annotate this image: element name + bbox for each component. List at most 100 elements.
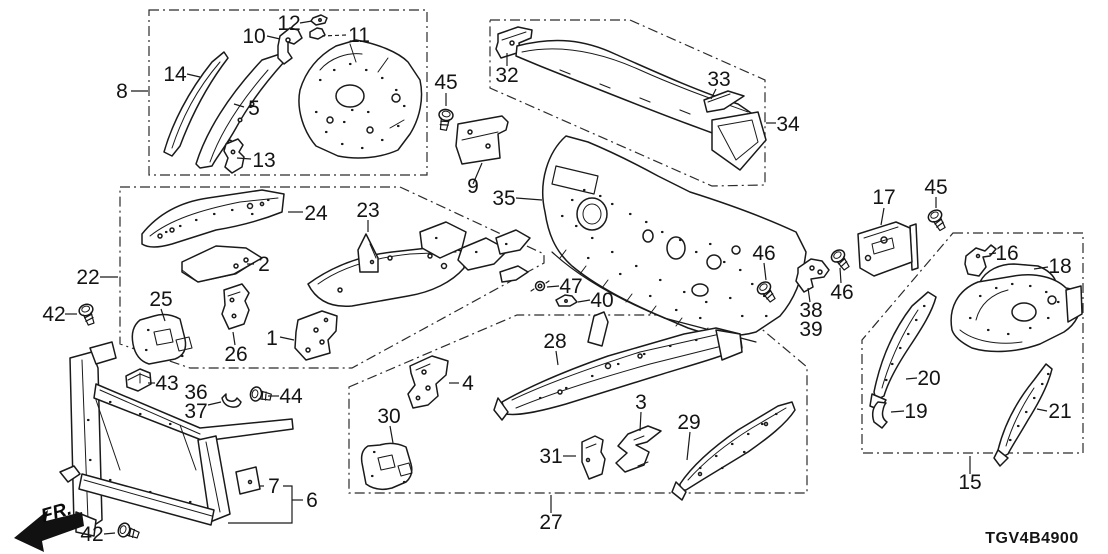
part-26-art: [222, 284, 249, 329]
part-33-art: [704, 91, 744, 112]
part-13-art: [224, 139, 244, 173]
part-40-art: [556, 295, 577, 306]
callout-42-a[interactable]: 42: [42, 303, 65, 326]
callout-28[interactable]: 28: [543, 330, 566, 353]
callout-46-a[interactable]: 46: [752, 242, 775, 265]
part-20-art: [870, 292, 936, 410]
callout-4[interactable]: 4: [462, 372, 474, 395]
callout-45-a[interactable]: 45: [434, 71, 457, 94]
part-4-art: [408, 356, 448, 408]
callout-20[interactable]: 20: [917, 367, 940, 390]
callout-14[interactable]: 14: [163, 63, 187, 86]
part-wheelhouse-left-art: [299, 40, 422, 158]
callout-19[interactable]: 19: [904, 400, 927, 423]
callout-46-b[interactable]: 46: [830, 281, 853, 304]
callout-45-b[interactable]: 45: [924, 176, 947, 199]
part-24-art: [142, 190, 284, 247]
part-11-art: [310, 28, 325, 39]
part-30-art: [362, 443, 412, 489]
part-35-art: [543, 136, 806, 344]
part-36-37-art: [222, 394, 241, 407]
part-19-art: [873, 402, 887, 428]
part-25-art: [132, 315, 192, 364]
diagram-code: TGV4B4900: [985, 530, 1078, 547]
callout-38[interactable]: 38: [799, 299, 822, 322]
part-6-radiator-support-art: [60, 342, 293, 536]
callout-12[interactable]: 12: [277, 12, 300, 35]
callout-42-b[interactable]: 42: [80, 523, 103, 546]
callout-27[interactable]: 27: [539, 511, 562, 534]
callout-2[interactable]: 2: [258, 253, 270, 276]
part-38-39-art: [796, 259, 829, 292]
part-5-art: [196, 54, 284, 168]
callout-23[interactable]: 23: [356, 199, 379, 222]
part-2-art: [182, 246, 262, 282]
callout-10[interactable]: 10: [242, 25, 265, 48]
callout-17[interactable]: 17: [872, 186, 895, 209]
callout-13[interactable]: 13: [252, 149, 275, 172]
part-16-art: [965, 245, 996, 276]
callout-43[interactable]: 43: [155, 372, 178, 395]
part-dash-side-cluster-art: [420, 222, 530, 282]
callout-39[interactable]: 39: [799, 318, 822, 341]
parts-artwork: [14, 15, 1082, 552]
bolt-42-lower-icon: [115, 520, 142, 543]
callout-37[interactable]: 37: [184, 400, 207, 423]
bolt-45-right-icon: [925, 206, 950, 234]
callout-36[interactable]: 36: [184, 381, 207, 404]
bolt-44-icon: [248, 385, 273, 405]
callout-1[interactable]: 1: [266, 327, 278, 350]
callout-40[interactable]: 40: [590, 289, 613, 312]
part-29-art: [672, 402, 795, 500]
part-14-art: [164, 52, 228, 156]
callout-3[interactable]: 3: [635, 391, 647, 414]
part-43-art: [126, 369, 151, 391]
group-box-15: [861, 232, 1084, 454]
callout-18[interactable]: 18: [1048, 255, 1071, 278]
callout-11[interactable]: 11: [348, 24, 370, 47]
group-box-22: [119, 186, 545, 369]
callout-6[interactable]: 6: [306, 489, 318, 512]
part-9-art: [456, 116, 508, 164]
part-47-art: [531, 281, 549, 291]
callout-47[interactable]: 47: [559, 275, 582, 298]
part-side-frame-art: [308, 246, 464, 306]
part-3-art: [616, 426, 661, 472]
fr-direction-arrow-icon: [14, 510, 84, 552]
callout-29[interactable]: 29: [677, 411, 700, 434]
callout-32[interactable]: 32: [495, 64, 518, 87]
part-1-art: [295, 311, 337, 360]
part-23-art: [358, 234, 378, 272]
callout-7[interactable]: 7: [268, 475, 280, 498]
bolt-45-left-icon: [435, 107, 455, 132]
part-34-cowl-art: [516, 40, 766, 170]
bolt-42-upper-icon: [76, 301, 99, 328]
part-7-art: [236, 467, 260, 494]
callout-15[interactable]: 15: [958, 471, 981, 494]
callout-34[interactable]: 34: [776, 113, 800, 136]
part-28-art: [494, 312, 742, 420]
callout-35[interactable]: 35: [492, 187, 515, 210]
callout-25[interactable]: 25: [149, 288, 172, 311]
part-wheelhouse-right-art: [951, 264, 1082, 351]
callout-33[interactable]: 33: [707, 68, 730, 91]
assembly-grouping-boxes: [119, 9, 1084, 494]
callout-24[interactable]: 24: [304, 202, 328, 225]
bolt-46-right-icon: [828, 246, 854, 274]
part-10-art: [278, 28, 302, 64]
group-box-8: [148, 9, 428, 176]
part-31-art: [582, 436, 605, 479]
callout-16[interactable]: 16: [995, 242, 1018, 265]
callout-9[interactable]: 9: [467, 175, 479, 198]
callout-31[interactable]: 31: [539, 445, 562, 468]
part-12-art: [311, 15, 327, 25]
callout-5[interactable]: 5: [248, 97, 260, 120]
callout-30[interactable]: 30: [377, 405, 400, 428]
callout-44[interactable]: 44: [279, 385, 303, 408]
callout-8[interactable]: 8: [116, 80, 128, 103]
callout-22[interactable]: 22: [76, 266, 99, 289]
group-box-27: [348, 314, 808, 494]
callout-21[interactable]: 21: [1048, 400, 1071, 423]
callout-26[interactable]: 26: [224, 343, 247, 366]
